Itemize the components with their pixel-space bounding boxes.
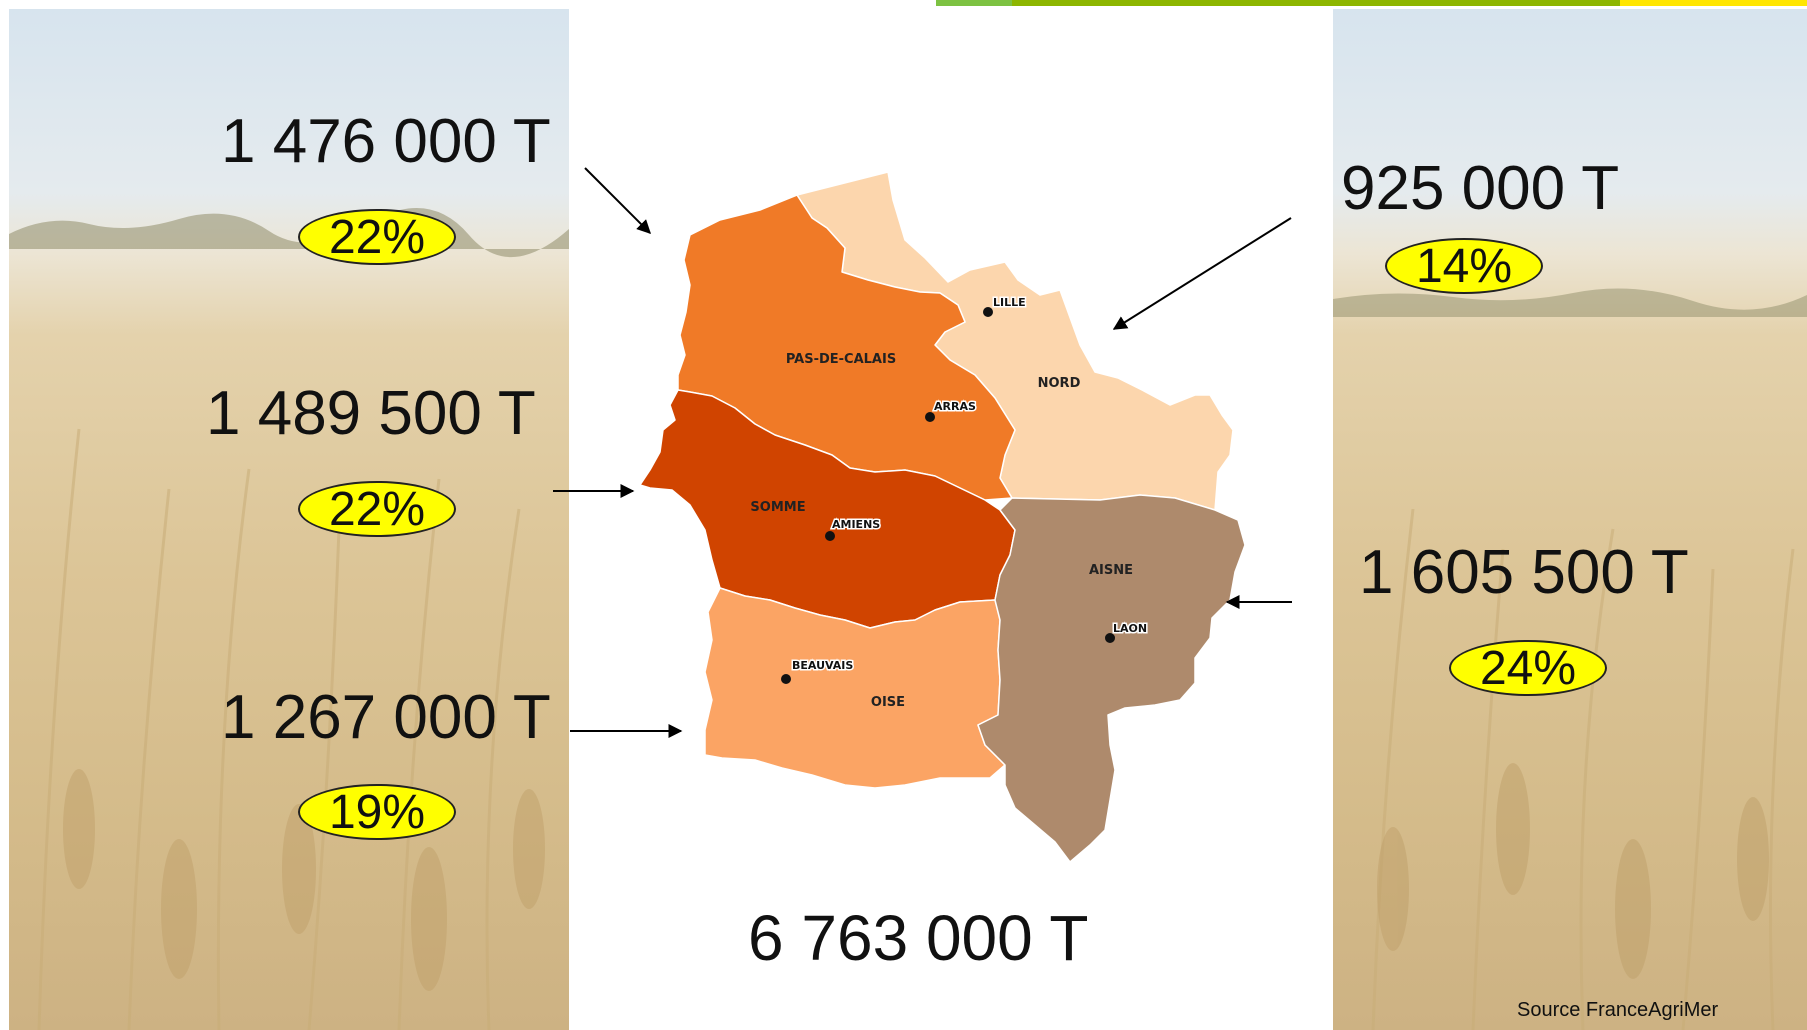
city-label-amiens: AMIENS [832, 518, 880, 531]
wheat-field-photo-left [9, 9, 569, 1030]
department-label-aisne: AISNE [1089, 563, 1133, 578]
city-dot-beauvais [781, 674, 791, 684]
city-label-arras: ARRAS [934, 400, 976, 413]
value-oise: 1 267 000 T [221, 683, 551, 752]
share-badge-aisne: 24% [1449, 640, 1607, 696]
arrow-pas-de-calais [584, 167, 651, 234]
city-dot-arras [925, 412, 935, 422]
city-dot-laon [1105, 633, 1115, 643]
accent-bar-yellow [1620, 0, 1807, 6]
share-badge-somme: 22% [298, 481, 456, 537]
value-somme: 1 489 500 T [206, 379, 536, 448]
city-dot-lille [983, 307, 993, 317]
share-badge-pas-de-calais: 22% [298, 209, 456, 265]
total-value: 6 763 000 T [748, 902, 1089, 974]
value-nord: 925 000 T [1341, 154, 1620, 223]
department-label-nord: NORD [1038, 376, 1081, 391]
city-label-beauvais: BEAUVAIS [792, 659, 853, 672]
arrow-nord [1112, 217, 1292, 330]
city-label-lille: LILLE [993, 296, 1026, 309]
city-dot-amiens [825, 531, 835, 541]
city-label-laon: LAON [1113, 622, 1147, 635]
share-badge-nord: 14% [1385, 238, 1543, 294]
value-pas-de-calais: 1 476 000 T [221, 107, 551, 176]
department-aisne [977, 494, 1246, 863]
wheat-field-photo-right [1333, 9, 1807, 1030]
accent-bar-green [936, 0, 1012, 6]
department-label-oise: OISE [871, 695, 905, 710]
department-label-somme: SOMME [750, 500, 805, 515]
department-label-pas-de-calais: PAS-DE-CALAIS [786, 352, 896, 367]
value-aisne: 1 605 500 T [1359, 538, 1689, 607]
share-badge-oise: 19% [298, 784, 456, 840]
source-note: Source FranceAgriMer [1517, 999, 1719, 1021]
accent-bar-lime [1012, 0, 1620, 6]
